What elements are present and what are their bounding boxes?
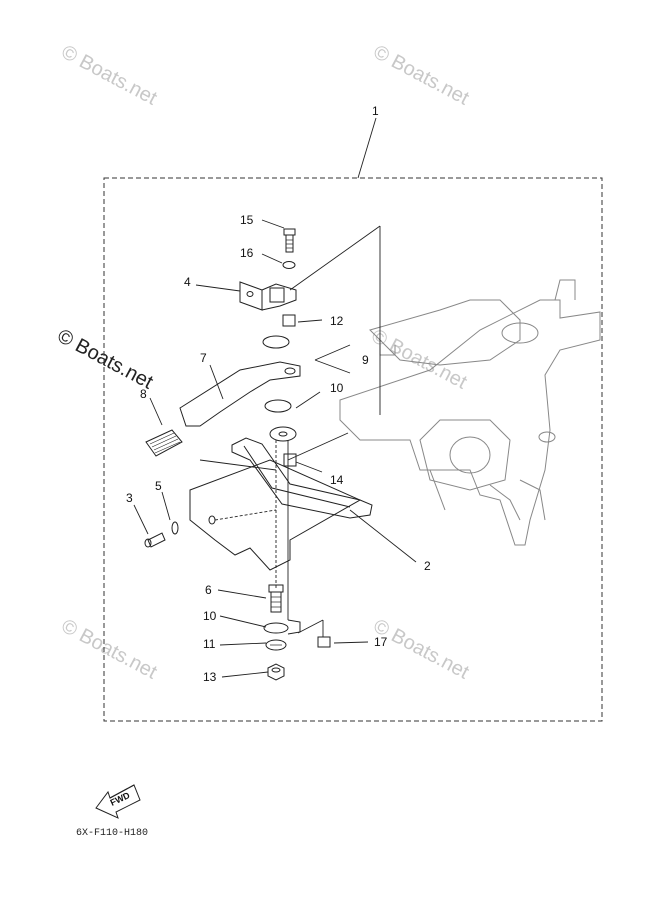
washer-part-5 xyxy=(171,521,179,535)
watermark: © Boats.net xyxy=(370,615,473,684)
callouts: 1 15 16 4 12 7 9 10 8 14 3 5 2 6 10 11 1… xyxy=(126,104,431,684)
callout-14: 14 xyxy=(330,473,344,487)
callout-8: 8 xyxy=(140,387,147,401)
engine-bracket-outline xyxy=(339,279,601,546)
plate-part-7 xyxy=(179,361,301,427)
callout-10: 10 xyxy=(203,609,217,623)
nut-part-17 xyxy=(317,636,331,648)
callout-4: 4 xyxy=(184,275,191,289)
washer-part-10 xyxy=(263,622,289,634)
assembly-frame xyxy=(103,177,603,722)
washer-part-9 xyxy=(262,335,290,349)
callout-11: 11 xyxy=(203,637,216,651)
callout-13: 13 xyxy=(203,670,217,684)
watermark: © Boats.net xyxy=(370,41,473,110)
callout-3: 3 xyxy=(126,491,133,505)
washer-part-11 xyxy=(265,639,287,651)
nut-part-12 xyxy=(282,314,296,327)
callout-1: 1 xyxy=(372,104,379,118)
bolt-part-3 xyxy=(144,532,166,548)
plate-part-2 xyxy=(189,437,373,571)
leader-lines xyxy=(133,117,417,678)
bracket-part-4 xyxy=(239,281,297,311)
callout-2: 2 xyxy=(424,559,431,573)
callout-12: 12 xyxy=(330,314,344,328)
bolt-part-15 xyxy=(283,228,296,253)
nut-part-14 xyxy=(283,453,297,467)
drawing-code: 6X-F110-H180 xyxy=(76,828,148,839)
watermark: © Boats.net xyxy=(58,41,161,110)
callout-9: 9 xyxy=(362,353,369,367)
nut-part-13 xyxy=(267,663,285,681)
callout-16: 16 xyxy=(240,246,254,260)
washer-part-10 xyxy=(264,399,292,413)
watermark: © Boats.net xyxy=(54,325,157,394)
grip-part-8 xyxy=(145,429,183,457)
watermarks: © Boats.net © Boats.net © Boats.net © Bo… xyxy=(54,41,473,684)
callout-7: 7 xyxy=(200,351,207,365)
callout-5: 5 xyxy=(155,479,162,493)
callout-15: 15 xyxy=(240,213,254,227)
callout-17: 17 xyxy=(374,635,388,649)
callout-10: 10 xyxy=(330,381,344,395)
callout-6: 6 xyxy=(205,583,212,597)
watermark: © Boats.net xyxy=(368,325,471,394)
watermark: © Boats.net xyxy=(58,615,161,684)
bolt-part-6 xyxy=(268,584,284,613)
washer-part-10 xyxy=(269,426,297,442)
washer-part-16 xyxy=(282,261,296,269)
forward-arrow-icon: FWD xyxy=(95,784,141,819)
